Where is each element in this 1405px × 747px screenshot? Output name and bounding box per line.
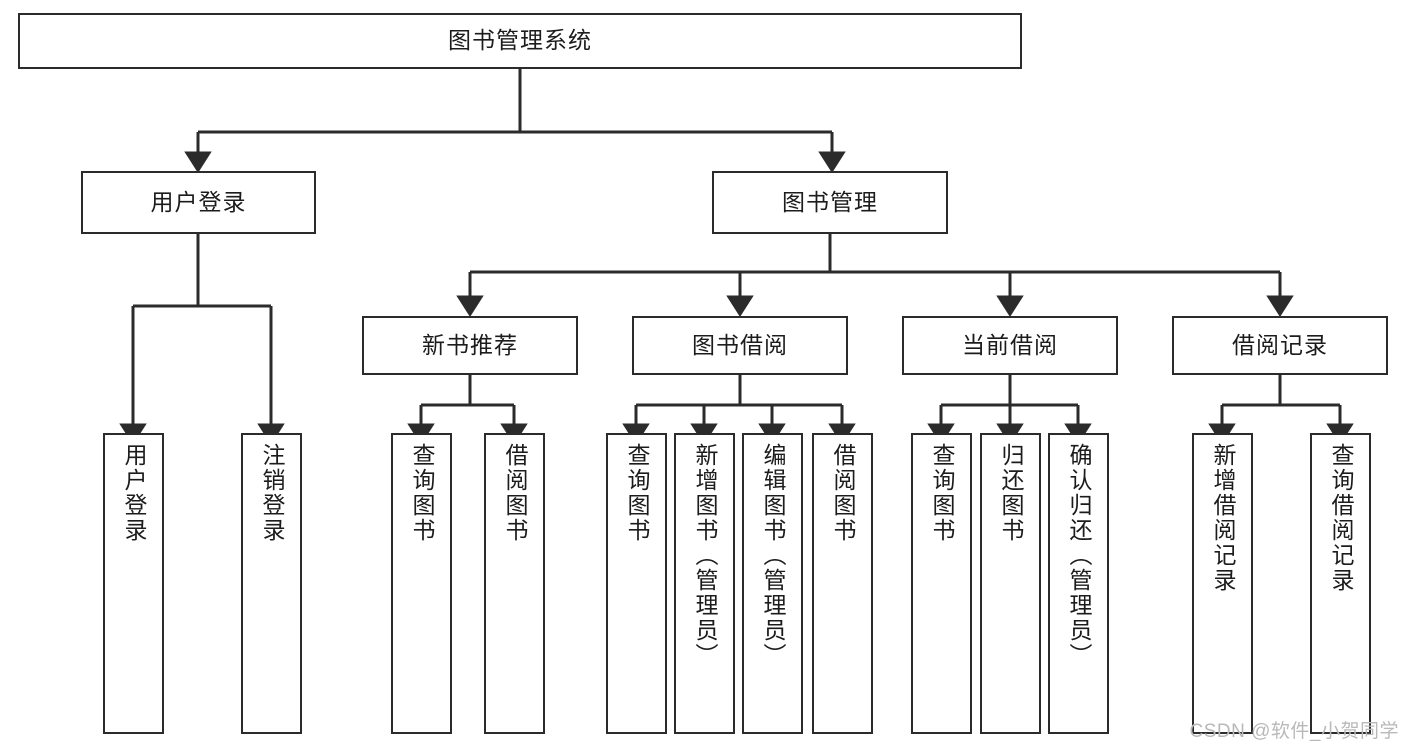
node-label: 借阅图书	[502, 443, 528, 543]
leaf-record-add-record[interactable]: 新增借阅记录	[1192, 433, 1253, 734]
node-root-book-management-system[interactable]: 图书管理系统	[18, 13, 1022, 69]
leaf-borrow-borrow-book[interactable]: 借阅图书	[812, 433, 873, 734]
node-book-management[interactable]: 图书管理	[712, 171, 948, 234]
leaf-recommend-borrow-book[interactable]: 借阅图书	[484, 433, 545, 734]
leaf-current-confirm-return-admin[interactable]: 确认归还（管理员）	[1048, 433, 1109, 734]
node-label: 新书推荐	[422, 331, 518, 358]
node-current-borrow[interactable]: 当前借阅	[902, 316, 1118, 375]
leaf-record-query-record[interactable]: 查询借阅记录	[1310, 433, 1371, 734]
node-label: 确认归还（管理员）	[1066, 443, 1092, 668]
leaf-borrow-edit-book-admin[interactable]: 编辑图书（管理员）	[742, 433, 803, 734]
node-user-login[interactable]: 用户登录	[81, 171, 316, 234]
node-label: 新增借阅记录	[1210, 443, 1236, 593]
node-label: 图书管理	[782, 188, 878, 215]
node-book-borrow[interactable]: 图书借阅	[632, 316, 848, 375]
node-label: 图书借阅	[692, 331, 788, 358]
node-label: 查询图书	[624, 443, 650, 543]
leaf-recommend-query-book[interactable]: 查询图书	[391, 433, 452, 734]
node-label: 用户登录	[150, 188, 247, 215]
leaf-borrow-query-book[interactable]: 查询图书	[606, 433, 667, 734]
node-label: 图书管理系统	[448, 27, 592, 54]
node-label: 归还图书	[998, 443, 1024, 543]
csdn-watermark: CSDN @软件_小贺同学	[1189, 721, 1399, 742]
node-label: 查询借阅记录	[1328, 443, 1354, 593]
leaf-current-query-book[interactable]: 查询图书	[911, 433, 972, 734]
node-label: 查询图书	[929, 443, 955, 543]
node-label: 当前借阅	[962, 331, 1058, 358]
node-label: 新增图书（管理员）	[692, 443, 718, 668]
node-borrow-record[interactable]: 借阅记录	[1172, 316, 1388, 375]
node-label: 用户登录	[121, 443, 147, 543]
leaf-user-login-login[interactable]: 用户登录	[103, 433, 164, 734]
node-label: 借阅图书	[830, 443, 856, 543]
leaf-borrow-add-book-admin[interactable]: 新增图书（管理员）	[674, 433, 735, 734]
node-new-book-recommend[interactable]: 新书推荐	[362, 316, 578, 375]
node-label: 编辑图书（管理员）	[760, 443, 786, 668]
node-label: 借阅记录	[1232, 331, 1328, 358]
node-label: 查询图书	[409, 443, 435, 543]
node-label: 注销登录	[259, 443, 285, 543]
leaf-user-login-logout[interactable]: 注销登录	[241, 433, 302, 734]
leaf-current-return-book[interactable]: 归还图书	[980, 433, 1041, 734]
